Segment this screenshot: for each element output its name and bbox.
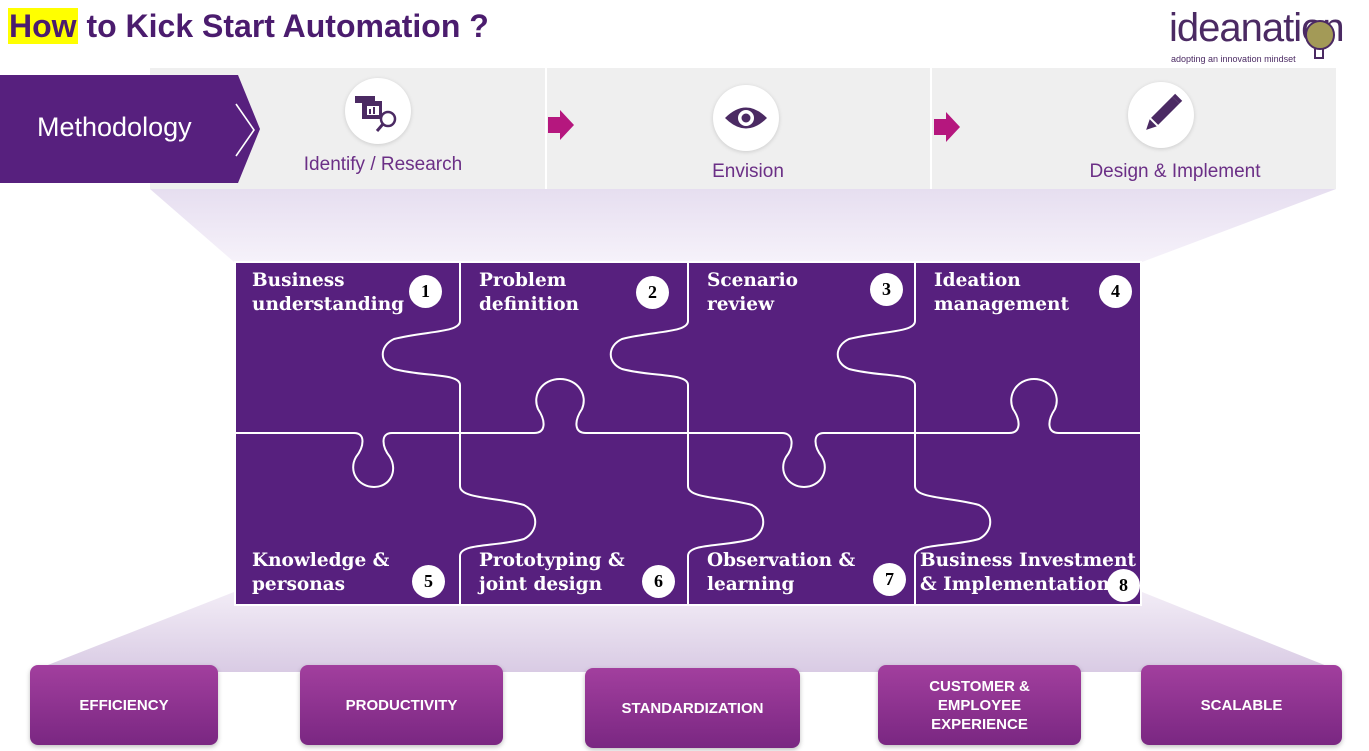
logo-tagline: adopting an innovation mindset bbox=[1171, 54, 1296, 64]
arrow-right-icon bbox=[934, 112, 960, 142]
benefit-label-efficiency: EFFICIENCY bbox=[79, 696, 169, 714]
title-highlight: How bbox=[8, 8, 78, 44]
piece-label-3: Scenario review bbox=[707, 270, 798, 315]
piece-number-2: 2 bbox=[636, 276, 669, 309]
benefit-label-customer-experience: CUSTOMER & EMPLOYEE EXPERIENCE bbox=[929, 677, 1030, 733]
piece-label-2: Problem definition bbox=[479, 270, 579, 315]
piece-label-4: Ideation management bbox=[934, 270, 1070, 315]
eye-icon bbox=[725, 107, 767, 129]
step-envision: Envision bbox=[712, 161, 784, 182]
puzzle-grid: Business understanding 1 Problem definit… bbox=[234, 261, 1142, 606]
piece-number-6: 6 bbox=[642, 565, 675, 598]
pencil-icon bbox=[1146, 93, 1183, 130]
lightbulb-base-icon bbox=[1314, 49, 1324, 59]
benefit-standardization: STANDARDIZATION bbox=[585, 668, 800, 748]
piece-label-6: Prototyping & joint design bbox=[479, 550, 625, 595]
methodology-label: Methodology bbox=[37, 112, 192, 142]
piece-number-8: 8 bbox=[1107, 569, 1140, 602]
piece-number-7: 7 bbox=[873, 563, 906, 596]
benefit-efficiency: EFFICIENCY bbox=[30, 665, 218, 745]
piece-label-7: Observation & learning bbox=[707, 550, 856, 595]
ideanation-logo: ideanation adopting an innovation mindse… bbox=[1169, 6, 1357, 66]
benefit-productivity: PRODUCTIVITY bbox=[300, 665, 503, 745]
chevron-right-icon bbox=[235, 103, 255, 157]
benefit-label-standardization: STANDARDIZATION bbox=[621, 699, 764, 717]
piece-label-1: Business understanding bbox=[252, 270, 405, 315]
piece-number-5: 5 bbox=[412, 565, 445, 598]
research-step-circle bbox=[345, 78, 411, 144]
benefit-scalable: SCALABLE bbox=[1141, 665, 1342, 745]
step-design-implement: Design & Implement bbox=[1089, 161, 1261, 182]
piece-number-4: 4 bbox=[1099, 275, 1132, 308]
research-icon bbox=[355, 96, 397, 132]
puzzle-lines bbox=[234, 261, 1142, 606]
title-text: to Kick Start Automation ? bbox=[77, 8, 489, 44]
lightbulb-icon bbox=[1305, 20, 1335, 50]
step-identify-research: Identify / Research bbox=[303, 154, 463, 175]
benefit-customer-employee-experience: CUSTOMER & EMPLOYEE EXPERIENCE bbox=[878, 665, 1081, 745]
benefit-label-productivity: PRODUCTIVITY bbox=[345, 696, 458, 714]
piece-number-3: 3 bbox=[870, 273, 903, 306]
envision-step-circle bbox=[713, 85, 779, 151]
arrow-right-icon bbox=[548, 110, 574, 140]
benefit-label-scalable: SCALABLE bbox=[1200, 696, 1283, 714]
piece-label-8: Business Investment & Implementation bbox=[920, 550, 1136, 595]
page-title: How to Kick Start Automation ? bbox=[8, 8, 489, 45]
methodology-banner bbox=[0, 75, 260, 183]
piece-number-1: 1 bbox=[409, 275, 442, 308]
design-step-circle bbox=[1128, 82, 1194, 148]
piece-label-5: Knowledge & personas bbox=[252, 550, 390, 595]
